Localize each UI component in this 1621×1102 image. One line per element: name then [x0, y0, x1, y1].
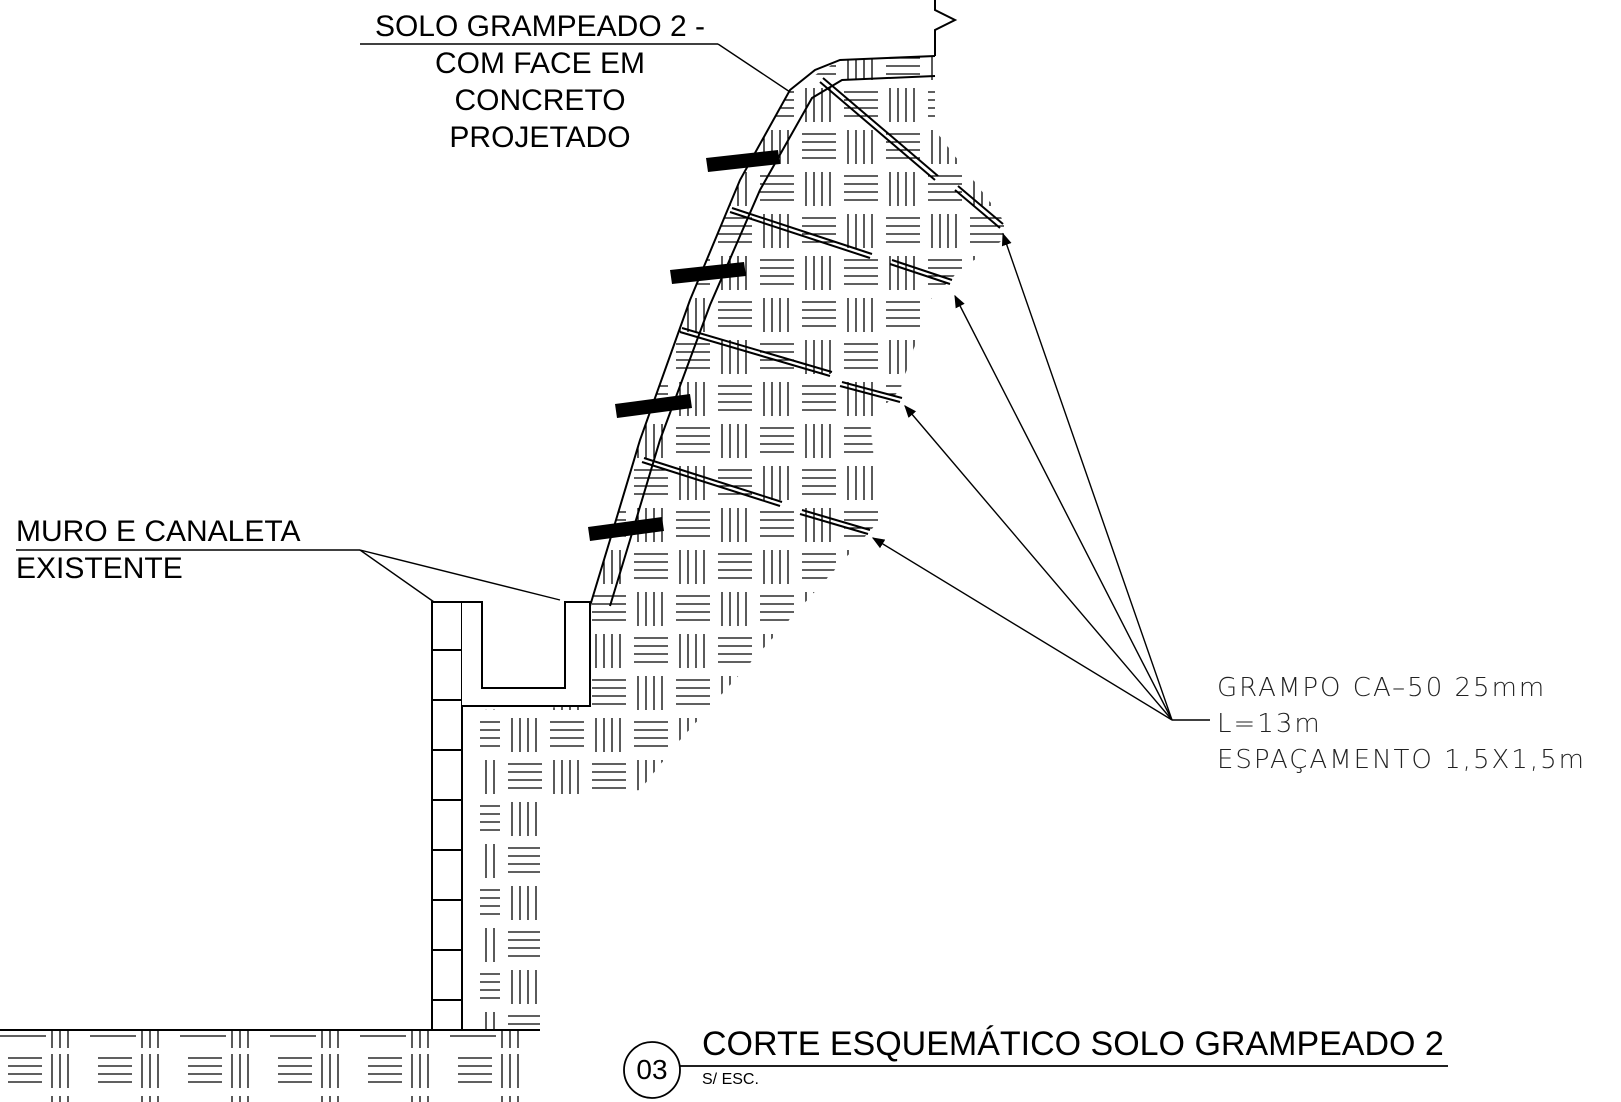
- label-solo-grampeado: SOLO GRAMPEADO 2 - COM FACE EM CONCRETO …: [360, 8, 720, 156]
- soil-mass: [480, 56, 1010, 1030]
- label-grampo-line-3: ESPAÇAMENTO 1,5X1,5m: [1217, 745, 1586, 775]
- label-solo-line-2: COM FACE EM: [434, 47, 645, 80]
- label-grampo-line-2: L=13m: [1217, 709, 1322, 739]
- nail-2: [729, 207, 953, 285]
- label-solo-line-1: SOLO GRAMPEADO 2 -: [374, 10, 706, 43]
- ground-soil: [0, 1030, 540, 1102]
- nail-1: [819, 77, 1004, 229]
- label-solo-line-3: CONCRETO: [454, 84, 626, 117]
- existing-wall: [431, 601, 591, 1031]
- label-grampo-line-1: GRAMPO CA–50 25mm: [1217, 673, 1547, 703]
- drawing-title: CORTE ESQUEMÁTICO SOLO GRAMPEADO 2: [702, 1025, 1444, 1063]
- drawing-scale: S/ ESC.: [702, 1071, 759, 1088]
- label-leaders: [16, 43, 791, 603]
- label-grampo: GRAMPO CA–50 25mm L=13m ESPAÇAMENTO 1,5X…: [1217, 670, 1586, 778]
- label-muro: MURO E CANALETA EXISTENTE: [16, 513, 301, 587]
- label-solo-line-4: PROJETADO: [449, 121, 631, 154]
- nail-3: [679, 327, 903, 403]
- label-muro-line-2: EXISTENTE: [16, 552, 183, 585]
- nail-4: [641, 457, 871, 535]
- title-circle: [623, 1041, 681, 1099]
- nail-plates: [588, 150, 780, 541]
- soil-nails: [641, 77, 1004, 535]
- label-muro-line-1: MURO E CANALETA: [16, 515, 301, 548]
- grampo-leaders: [871, 232, 1210, 721]
- drawing-number: 03: [636, 1054, 668, 1085]
